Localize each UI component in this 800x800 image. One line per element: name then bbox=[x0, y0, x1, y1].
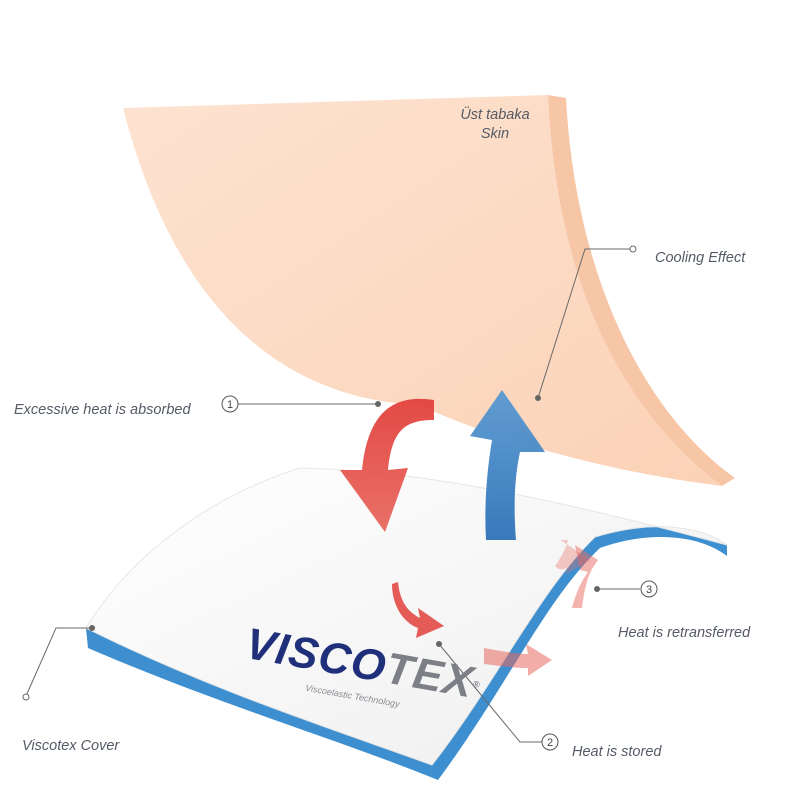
heat-stored-arrow bbox=[392, 582, 444, 638]
step-marker-2-text: 2 bbox=[547, 737, 553, 749]
dot-cooling-start bbox=[535, 395, 541, 401]
skin-label-tr: Üst tabaka bbox=[460, 107, 530, 123]
heat-retransferred-arrow-up bbox=[572, 545, 598, 608]
step-marker-1: 1 bbox=[221, 395, 239, 413]
skin-sheet bbox=[123, 95, 722, 486]
heat-stored-label: Heat is stored bbox=[572, 744, 662, 760]
step-marker-3-text: 3 bbox=[646, 584, 652, 596]
cooling-arrow bbox=[470, 390, 545, 540]
viscotex-cover-label: Viscotex Cover bbox=[22, 738, 120, 754]
leader-cooling bbox=[537, 248, 632, 399]
dot-cover-start bbox=[89, 625, 95, 631]
dot-cover-end bbox=[22, 693, 30, 701]
dot-cooling-end bbox=[629, 245, 637, 253]
dot-retransferred bbox=[594, 586, 600, 592]
dot-stored bbox=[436, 641, 442, 647]
step-marker-2: 2 bbox=[541, 733, 559, 751]
skin-layer bbox=[123, 95, 735, 486]
dot-absorbed bbox=[375, 401, 381, 407]
skin-sheet-side bbox=[548, 95, 735, 486]
heat-retransferred-arrow-side bbox=[555, 540, 590, 574]
leader-lines bbox=[25, 248, 640, 743]
leader-stored bbox=[438, 643, 542, 743]
heat-retransferred-arrow-low bbox=[484, 644, 552, 676]
heat-absorbed-arrow bbox=[340, 398, 434, 532]
step-marker-1-text: 1 bbox=[227, 399, 233, 411]
leader-cover bbox=[25, 627, 92, 697]
cooling-effect-label: Cooling Effect bbox=[655, 250, 746, 266]
skin-label: Üst tabaka Skin bbox=[440, 106, 550, 144]
heat-retransferred-label: Heat is retransferred bbox=[618, 625, 751, 641]
leader-dots bbox=[22, 245, 637, 701]
step-markers: 1 2 3 bbox=[221, 395, 658, 751]
skin-label-en: Skin bbox=[480, 126, 510, 142]
heat-absorbed-label: Excessive heat is absorbed bbox=[14, 402, 191, 418]
arrows bbox=[340, 390, 598, 676]
step-marker-3: 3 bbox=[640, 580, 658, 598]
